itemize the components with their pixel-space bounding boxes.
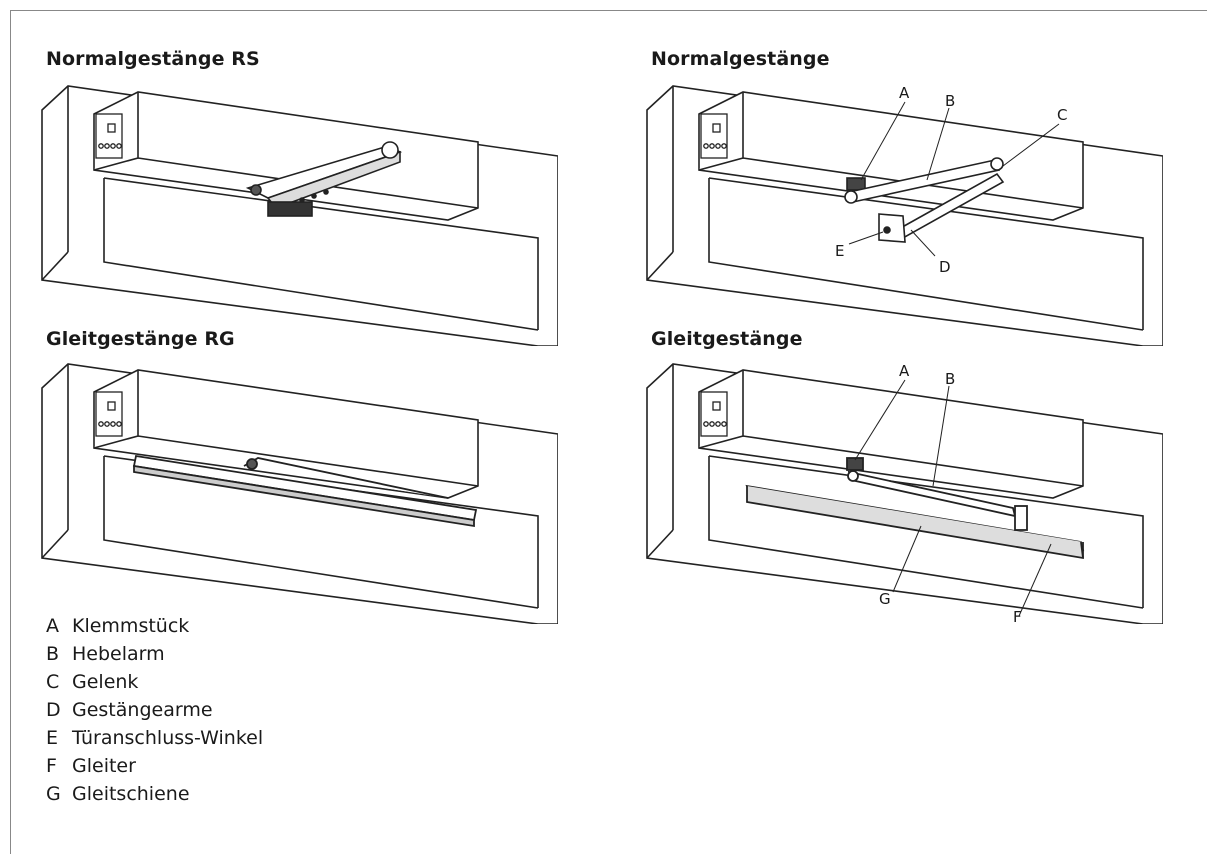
legend-item: E Türanschluss-Winkel [46,724,263,752]
callout-b: B [945,92,955,110]
callout-b: B [945,370,955,388]
closer-body [93,369,479,499]
callout-lines [854,379,1052,617]
callout-lines [848,101,1060,257]
control-panel [95,391,123,437]
legend-label: Gestängearme [72,699,213,721]
callout-e: E [835,242,844,260]
door-frame [41,85,558,346]
legend-label: Klemmstück [72,615,190,637]
legend-label: Gleitschiene [72,783,190,805]
callout-a: A [899,84,910,102]
figure-gleitgestaenge: A B F G [646,362,1163,624]
legend-key: F [46,755,57,777]
legend-item: D Gestängearme [46,696,263,724]
legend-item: F Gleiter [46,752,263,780]
legend-item: C Gelenk [46,668,263,696]
legend-label: Gelenk [72,671,139,693]
callout-a: A [899,362,910,380]
legend-key: B [46,643,60,665]
figure-gleitgestaenge-rg [41,363,558,624]
callout-d: D [939,258,951,276]
legend-label: Hebelarm [72,643,165,665]
slide-rail [132,454,478,528]
control-panel [95,113,123,159]
legend-item: B Hebelarm [46,640,263,668]
arm-assembly [245,141,403,217]
figure-normalgestaenge: A B C D E [646,84,1163,346]
control-panel [700,391,728,437]
heading-gleitgestaenge: Gleitgestänge [651,328,803,350]
heading-gleitgestaenge-rg: Gleitgestänge RG [46,328,235,350]
legend-item: A Klemmstück [46,612,263,640]
legend-label: Türanschluss-Winkel [72,727,264,749]
closer-body [698,91,1084,221]
figure-normalgestaenge-rs [41,85,558,346]
heading-normalgestaenge-rs: Normalgestänge RS [46,48,260,70]
legend-key: D [46,699,61,721]
slide-rail [745,457,1085,560]
control-panel [700,113,728,159]
legend-item: G Gleitschiene [46,780,263,808]
callout-g: G [879,590,891,608]
heading-normalgestaenge: Normalgestänge [651,48,830,70]
legend: A Klemmstück B Hebelarm C Gelenk D Gestängea… [46,612,263,808]
legend-key: A [46,615,59,637]
callout-c: C [1057,106,1067,124]
legend-key: C [46,671,60,693]
legend-key: G [46,783,61,805]
page-frame [10,10,1207,854]
legend-label: Gleiter [72,755,136,777]
legend-key: E [46,727,59,749]
arm-assembly [844,157,1005,243]
closer-body [698,369,1084,499]
callout-f: F [1013,608,1022,624]
